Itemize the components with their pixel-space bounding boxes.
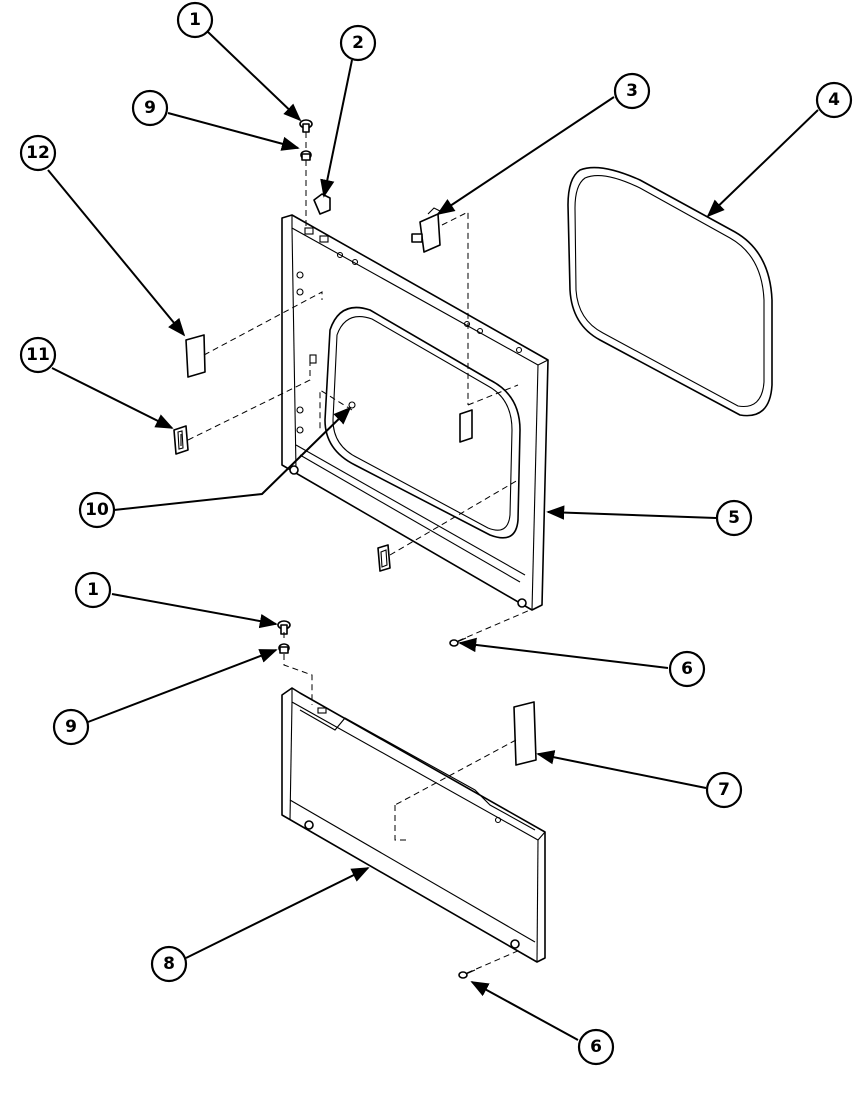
- clip-part-11: [173, 425, 189, 455]
- screw-part-6-upper: [449, 637, 467, 647]
- callout-label: 4: [828, 90, 840, 110]
- callout-7: 7: [705, 771, 743, 809]
- clip-part-2: [313, 193, 331, 215]
- callout-label: 10: [85, 500, 109, 520]
- label-plate-part-12: [185, 334, 206, 378]
- callout-11: 11: [19, 336, 57, 374]
- callout-label: 1: [189, 10, 201, 30]
- clip-part-11-lower: [377, 544, 391, 572]
- callout-8: 8: [150, 945, 188, 983]
- callout-label: 12: [26, 143, 50, 163]
- callout-9-top: 9: [131, 89, 169, 127]
- leader-lines: [47, 31, 819, 1041]
- callout-label: 1: [87, 580, 99, 600]
- front-panel-part: [281, 214, 549, 611]
- callout-6-upper: 6: [668, 650, 706, 688]
- callout-label: 2: [352, 33, 364, 53]
- alignment-lines: [187, 132, 531, 974]
- label-part-7: [513, 701, 537, 766]
- door-seal-part: [567, 166, 773, 417]
- callout-5: 5: [715, 499, 753, 537]
- callout-2: 2: [339, 24, 377, 62]
- callout-label: 11: [26, 345, 50, 365]
- callout-label: 3: [626, 81, 638, 101]
- callout-9-middle: 9: [52, 708, 90, 746]
- callout-1-top: 1: [176, 1, 214, 39]
- screw-top: [299, 119, 313, 161]
- callout-label: 8: [163, 954, 175, 974]
- callout-4: 4: [815, 81, 853, 119]
- callout-10: 10: [78, 491, 116, 529]
- screw-part-6-lower: [458, 969, 476, 979]
- callout-label: 5: [728, 508, 740, 528]
- screw-middle: [277, 620, 291, 654]
- bracket-part-3: [411, 207, 443, 253]
- callout-label: 6: [590, 1037, 602, 1057]
- callout-label: 7: [718, 780, 730, 800]
- callout-label: 9: [65, 717, 77, 737]
- callout-label: 6: [681, 659, 693, 679]
- callout-3: 3: [613, 72, 651, 110]
- callout-6-lower: 6: [577, 1028, 615, 1066]
- toe-panel-part: [281, 687, 546, 963]
- callout-1-middle: 1: [74, 571, 112, 609]
- callout-label: 9: [144, 98, 156, 118]
- callout-12: 12: [19, 134, 57, 172]
